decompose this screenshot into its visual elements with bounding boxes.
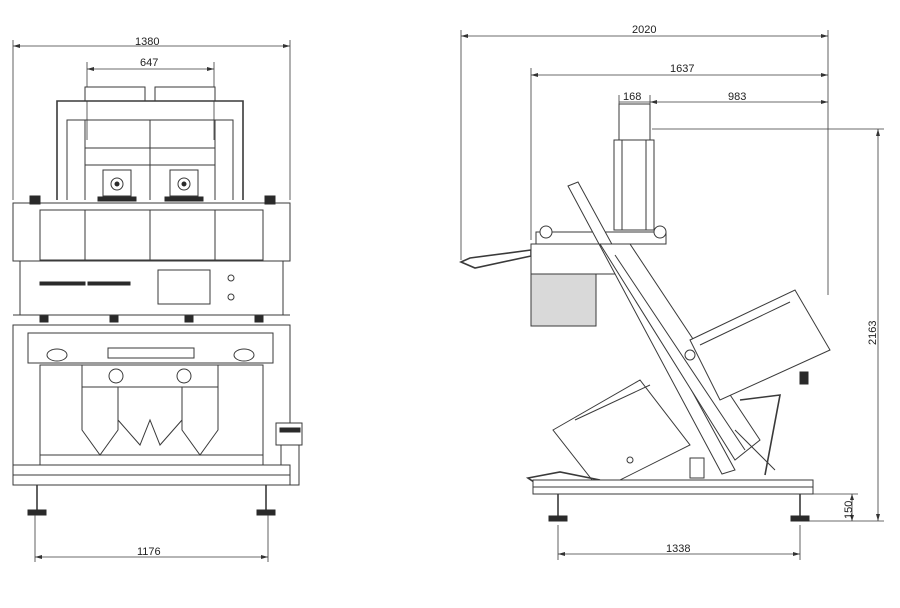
dim-foot-span-label: 1338 — [666, 543, 690, 555]
dim-front-width: 1380 — [12, 36, 291, 200]
side-foot-right — [790, 494, 810, 522]
dim-height: 2163 — [652, 128, 884, 521]
dim-base-width: 1176 — [34, 515, 269, 562]
dim-body-length-label: 1637 — [670, 63, 694, 75]
side-view: 2020 1637 168 983 2163 — [459, 24, 884, 560]
lower-body — [12, 324, 291, 466]
upper-sorting-chamber — [684, 289, 831, 401]
side-foot-left — [548, 494, 568, 522]
dim-foot-height: 150 — [800, 493, 884, 522]
dim-overall-length: 2020 — [460, 24, 829, 295]
dim-body-length: 1637 — [530, 63, 828, 240]
dim-overall-length-label: 2020 — [632, 24, 656, 36]
vibrator-left — [97, 169, 137, 202]
dim-foot-span: 1338 — [557, 525, 801, 560]
hopper-top-left — [84, 86, 146, 102]
dim-hopper-offset-label: 168 — [623, 91, 641, 103]
foot-right — [256, 485, 276, 516]
dim-chute-width-label: 647 — [140, 57, 158, 69]
dim-height-label: 2163 — [867, 321, 879, 345]
side-hopper — [613, 103, 655, 231]
feeder-box — [530, 273, 597, 327]
dim-base-width-label: 1176 — [137, 546, 161, 558]
dim-foot-height-label: 150 — [843, 501, 855, 519]
inlet-tray — [459, 249, 532, 269]
vibrator-right — [164, 169, 204, 202]
dim-chute-width: 647 — [86, 57, 215, 140]
dim-front-width-label: 1380 — [135, 36, 159, 48]
foot-left — [27, 485, 47, 516]
control-panel — [19, 260, 284, 316]
hopper-frame-outer — [56, 100, 244, 200]
touch-screen — [157, 269, 211, 305]
front-view: 1380 647 — [12, 36, 303, 562]
hopper-top-right — [154, 86, 216, 102]
dim-hopper-to-back-label: 983 — [728, 91, 746, 103]
lower-sorting-chamber — [552, 379, 691, 491]
upper-body — [12, 202, 291, 262]
support-leg — [739, 394, 781, 476]
